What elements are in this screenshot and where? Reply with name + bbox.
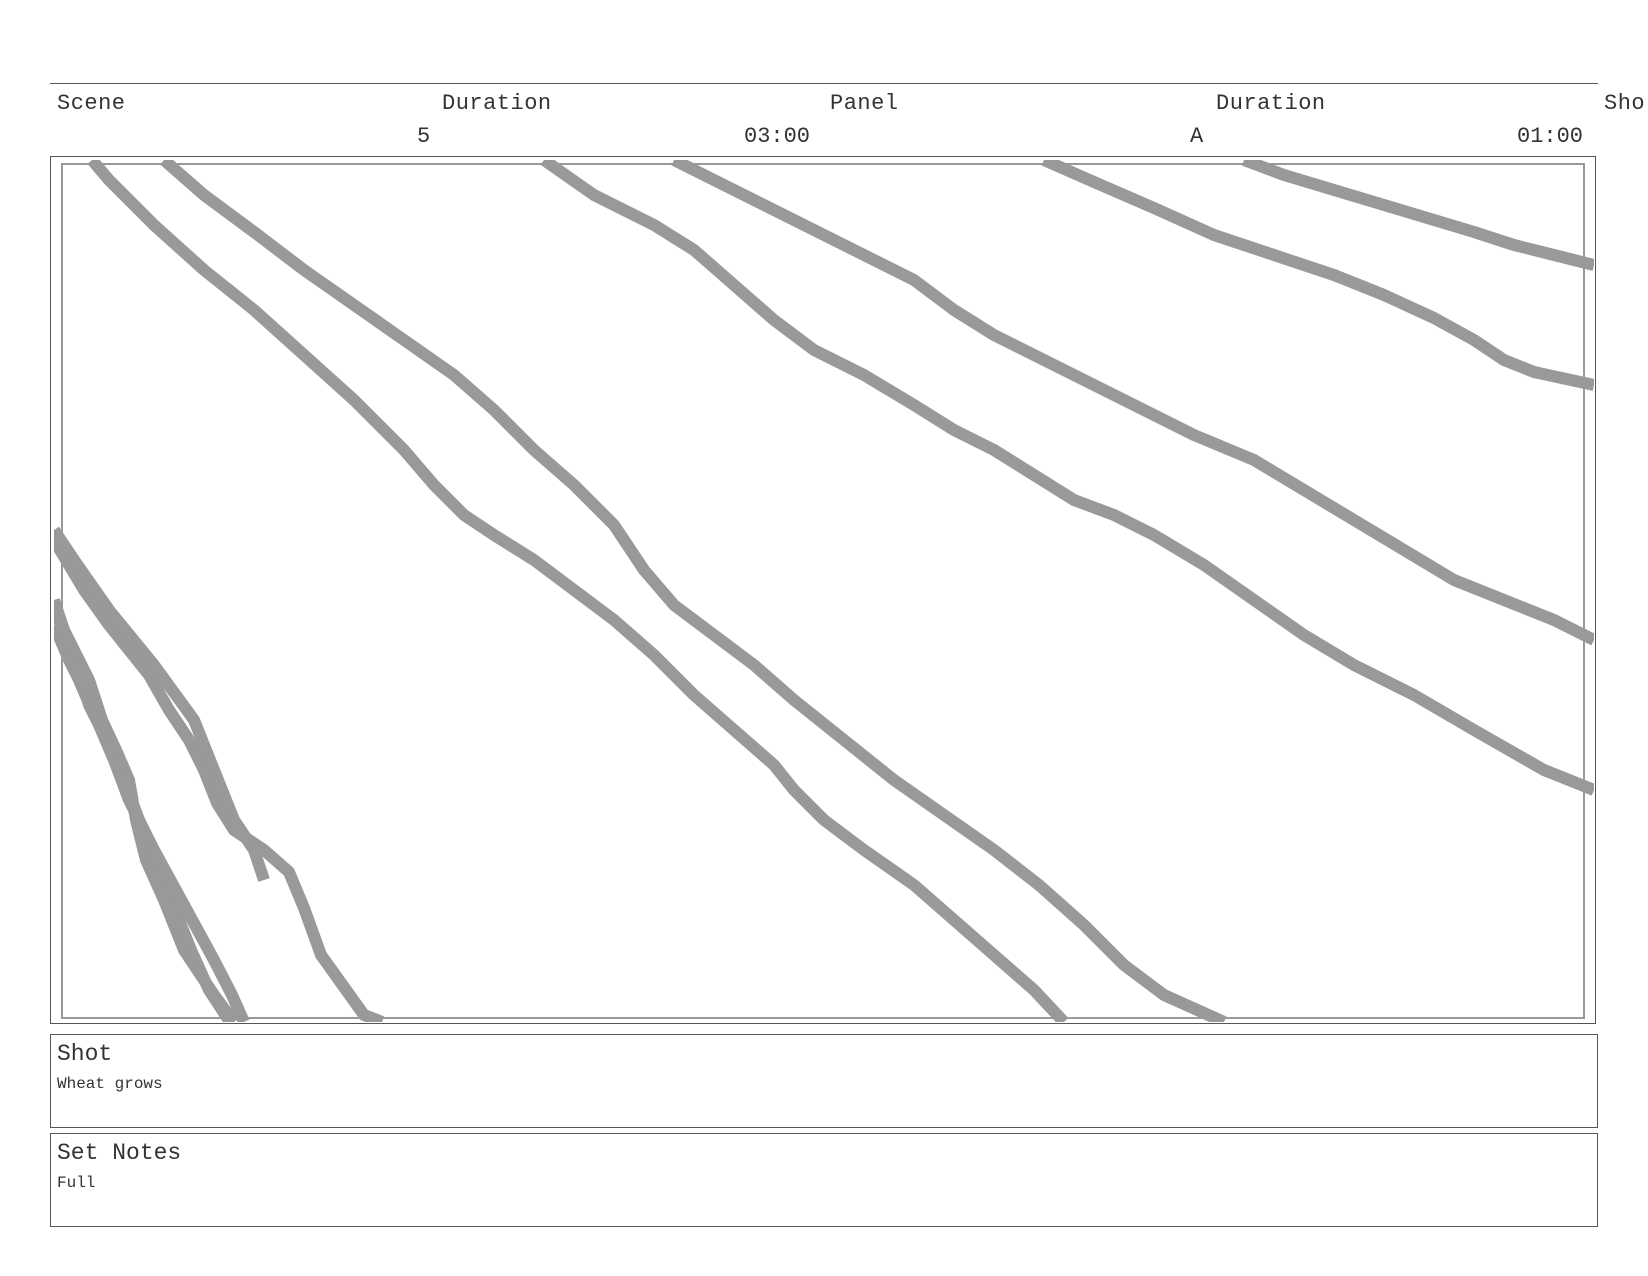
scene-number: 5 bbox=[417, 124, 431, 149]
panel-duration-value: 01:00 bbox=[1517, 124, 1584, 149]
panel-id: A bbox=[1190, 124, 1204, 149]
scene-duration-value: 03:00 bbox=[744, 124, 811, 149]
sketch-stroke bbox=[1241, 160, 1594, 271]
shot-description-box: Shot Wheat grows bbox=[50, 1034, 1598, 1128]
storyboard-safe-frame bbox=[61, 163, 1585, 1019]
panel-label: Panel bbox=[830, 91, 899, 116]
shot-box-title: Shot bbox=[57, 1041, 113, 1067]
sketch-stroke bbox=[160, 160, 1227, 1022]
sketch-stroke bbox=[540, 160, 1594, 796]
set-notes-text[interactable]: Full bbox=[57, 1174, 96, 1192]
wheat-sketch-drawing bbox=[54, 160, 1594, 1022]
scene-label: Scene bbox=[57, 91, 126, 116]
set-notes-box: Set Notes Full bbox=[50, 1133, 1598, 1227]
storyboard-panel-frame bbox=[50, 156, 1596, 1024]
panel-duration-label: Duration bbox=[1216, 91, 1326, 116]
shot-label: Sho bbox=[1604, 91, 1646, 116]
shot-description-text[interactable]: Wheat grows bbox=[57, 1075, 163, 1093]
sketch-stroke bbox=[1041, 160, 1594, 391]
scene-duration-label: Duration bbox=[442, 91, 552, 116]
sketch-stroke bbox=[87, 160, 1069, 1022]
sketch-stroke bbox=[671, 160, 1594, 646]
set-notes-title: Set Notes bbox=[57, 1140, 182, 1166]
header-rule bbox=[50, 83, 1598, 84]
sketch-stroke bbox=[54, 526, 270, 882]
sketch-stroke bbox=[54, 598, 250, 1022]
sketch-stroke bbox=[54, 536, 385, 1022]
